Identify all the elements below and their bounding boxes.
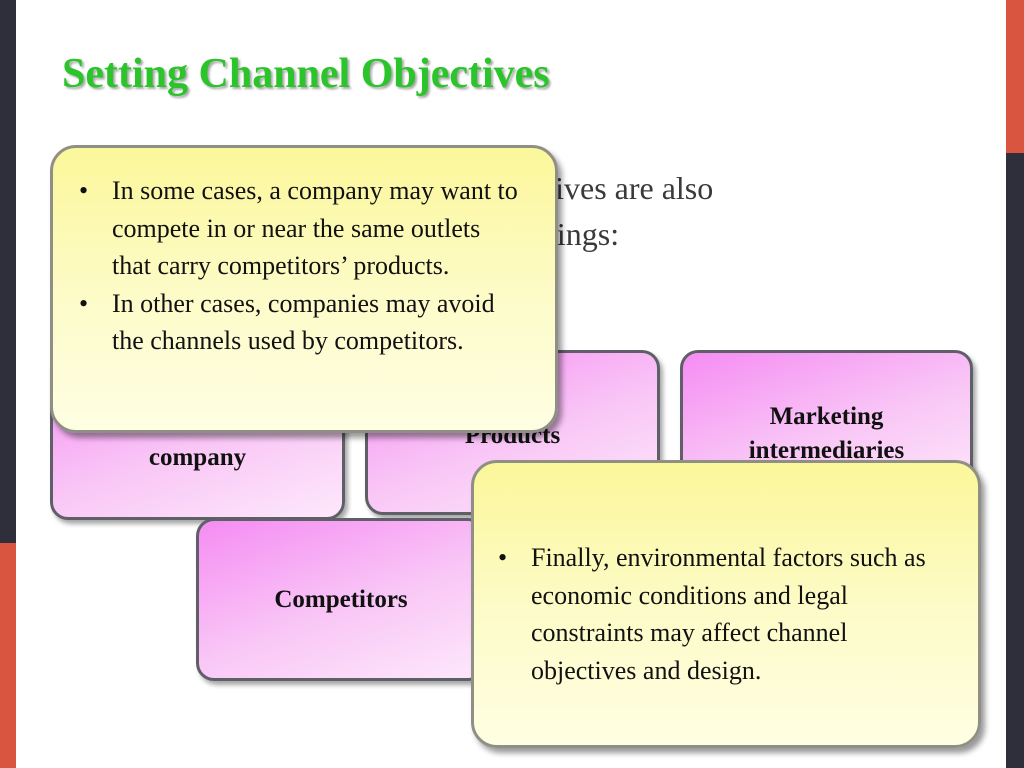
callout-environmental-factors: • Finally, environmental factors such as… xyxy=(471,460,981,748)
bullet-glyph: • xyxy=(498,543,508,572)
factor-box-competitors: Competitors xyxy=(196,518,486,681)
callout-competitors-bullet-2: • In other cases, companies may avoid th… xyxy=(67,285,525,360)
factor-label-company: company xyxy=(148,444,247,471)
bullet-text: In other cases, companies may avoid the … xyxy=(112,288,495,356)
left-sidebar-dark xyxy=(0,0,16,543)
bullet-text: Finally, environmental factors such as e… xyxy=(531,543,926,685)
left-sidebar-accent xyxy=(0,543,16,768)
bullet-glyph: • xyxy=(79,288,89,318)
bullet-text: In some cases, a company may want to com… xyxy=(112,176,518,280)
callout-competitors-bullet-1: • In some cases, a company may want to c… xyxy=(67,172,525,285)
factor-label-marketing-intermediaries: Marketing intermediaries xyxy=(748,403,905,464)
right-sidebar-dark xyxy=(1006,153,1024,768)
factor-label-competitors: Competitors xyxy=(274,585,408,613)
body-line-1: ctives are also xyxy=(532,170,714,206)
right-sidebar-accent xyxy=(1006,0,1024,153)
bullet-glyph: • xyxy=(79,176,89,205)
callout-environmental-bullet-1: • Finally, environmental factors such as… xyxy=(486,539,956,689)
slide-title: Setting Channel Objectives xyxy=(62,51,550,97)
callout-competitors: • In some cases, a company may want to c… xyxy=(50,145,558,433)
